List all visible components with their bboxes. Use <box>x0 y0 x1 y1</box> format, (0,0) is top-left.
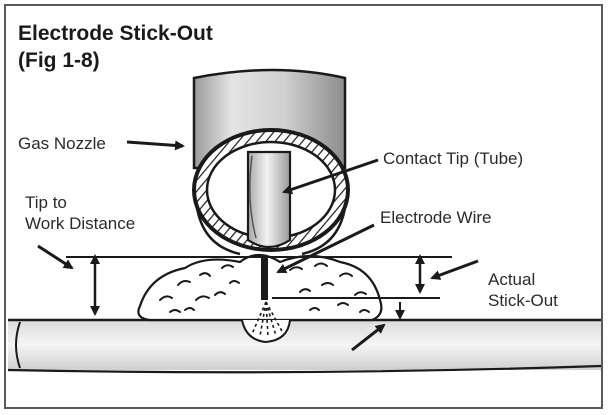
tip-to-work-leader-arrow <box>37 244 74 270</box>
tip-to-work-label-line-1: Tip to <box>25 193 67 212</box>
figure-title: Electrode Stick-Out (Fig 1-8) <box>18 20 213 74</box>
weld-puddle <box>137 253 383 344</box>
base-plate <box>7 318 602 374</box>
gas-nozzle <box>192 68 350 256</box>
actual-stickout-label-line-2: Stick-Out <box>488 291 558 310</box>
electrode-wire <box>261 258 268 300</box>
contact-tip-label: Contact Tip (Tube) <box>383 149 524 168</box>
tip-to-work-label-line-2: Work Distance <box>25 214 136 233</box>
gas-nozzle-leader-arrow <box>126 140 185 151</box>
electrode-wire-label: Electrode Wire <box>380 208 492 227</box>
title-line-1: Electrode Stick-Out <box>18 22 213 45</box>
gas-nozzle-label: Gas Nozzle <box>18 134 106 153</box>
figure-frame <box>4 4 603 409</box>
actual-stickout-label-line-1: Actual <box>488 270 536 289</box>
contact-tip-leader-arrow <box>282 158 379 195</box>
contact-tip <box>246 150 292 249</box>
title-line-2: (Fig 1-8) <box>18 49 100 72</box>
actual-stickout-leader-arrow <box>430 259 479 280</box>
work-surface-leader-arrow <box>351 323 386 352</box>
electrode-wire-leader-arrow <box>276 223 375 274</box>
